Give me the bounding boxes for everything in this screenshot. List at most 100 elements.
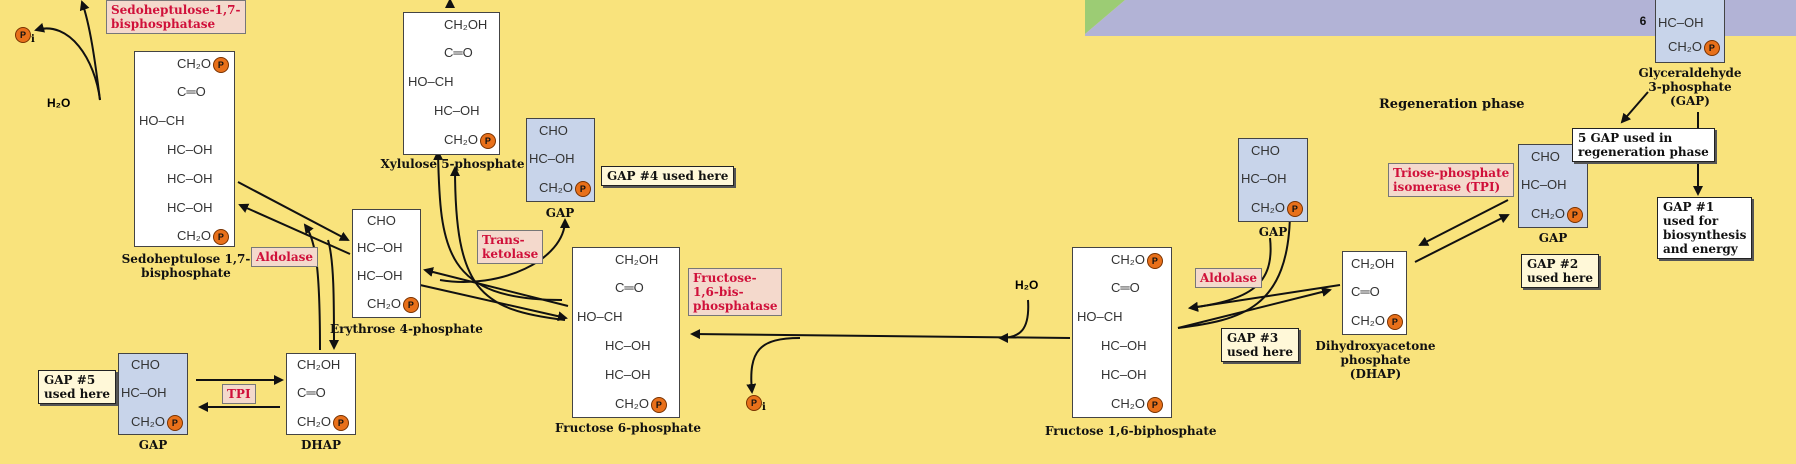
molecule-line: HC–OH: [121, 385, 167, 400]
molecule-line: HC–OH: [1101, 367, 1147, 382]
molecule-line: CH₂O: [297, 414, 331, 429]
molecule-line: CH₂OH: [615, 252, 659, 267]
note-gap3-used: GAP #3 used here: [1221, 328, 1299, 362]
molecule-line: HO–CH: [577, 309, 623, 324]
phosphate-icon: P: [1703, 39, 1720, 56]
arrow-gap2-to-dhap: [1418, 199, 1509, 246]
molecule-line: CHO: [539, 123, 568, 138]
arrow-sedo-to-dhap: [327, 239, 339, 350]
molecule-line: CH₂OH: [297, 357, 341, 372]
water-mid-label: H₂O: [1015, 278, 1039, 292]
note-gap2-used: GAP #2 used here: [1521, 254, 1599, 288]
molecule-line: CH₂O: [539, 180, 573, 195]
stoichiometry-6: 6: [1639, 14, 1647, 28]
phosphate-icon: P: [1386, 313, 1403, 330]
phosphate-icon: P: [746, 395, 762, 411]
molecule-line: C═O: [1351, 284, 1380, 299]
arrow-dhap-to-gap2: [1414, 214, 1510, 263]
phosphate-icon: P: [332, 414, 349, 431]
note-gap1-biosynthesis: GAP #1 used for biosynthesis and energy: [1657, 197, 1753, 259]
arrow-erythrose-to-sedo: [238, 203, 351, 255]
arrow-gap-to-fructose: [433, 150, 563, 301]
molecule-line: HC–OH: [1241, 171, 1287, 186]
molecule-line: HC–OH: [434, 103, 480, 118]
phosphate-icon: P: [1146, 252, 1163, 269]
arrow-dhap-to-f16bp: [1188, 284, 1341, 312]
arrow-f16bp-to-dhap: [1177, 287, 1332, 329]
caption-gap-2: GAP: [1538, 231, 1568, 245]
molecule-line: CH₂O: [131, 414, 165, 429]
phosphate-icon: P: [650, 396, 667, 413]
arrow-erythrose-to-fructose: [419, 284, 568, 322]
enzyme-tpi-right: Triose-phosphate isomerase (TPI): [1388, 163, 1515, 197]
molecule-line: CH₂O: [1111, 396, 1145, 411]
arrow-dhap-to-sedo: [303, 223, 321, 351]
molecule-line: C═O: [177, 84, 206, 99]
arrow-f16bp-to-gap3: [1177, 208, 1295, 329]
molecule-line: CHO: [1531, 149, 1560, 164]
caption-gap-3: GAP: [1258, 225, 1288, 239]
caption-sedoheptulose-bisphosphate: Sedoheptulose 1,7- bisphosphate: [121, 252, 251, 280]
molecule-line: HC–OH: [605, 338, 651, 353]
phosphate-icon: P: [212, 228, 229, 245]
molecule-line: HC–OH: [1101, 338, 1147, 353]
caption-gap-top: Glyceraldehyde 3-phosphate (GAP): [1638, 66, 1742, 108]
molecule-line: CH₂OH: [1351, 256, 1395, 271]
molecule-line: CH₂O: [177, 56, 211, 71]
phosphate-icon: P: [402, 296, 419, 313]
molecule-line: HC–OH: [167, 171, 213, 186]
phosphate-icon: P: [479, 132, 496, 149]
caption-gap-5: GAP: [138, 438, 168, 452]
molecule-line: CHO: [367, 213, 396, 228]
enzyme-sedoheptulose-bisphosphatase: Sedoheptulose-1,7- bisphosphatase: [106, 0, 246, 34]
molecule-line: C═O: [444, 45, 473, 60]
enzyme-fructose-bisphosphatase: Fructose- 1,6-bis- phosphatase: [688, 268, 783, 316]
enzyme-aldolase-left: Aldolase: [251, 247, 318, 267]
molecule-line: CH₂O: [1351, 313, 1385, 328]
arrow-sedo-to-erythrose: [237, 181, 350, 241]
molecule-line: HC–OH: [167, 200, 213, 215]
caption-erythrose-4-phosphate: Erythrose 4-phosphate: [330, 322, 483, 336]
caption-dhap-left: DHAP: [300, 438, 342, 452]
molecule-line: HO–CH: [408, 74, 454, 89]
note-gap5-used: GAP #5 used here: [38, 370, 116, 404]
molecule-line: HC–OH: [357, 268, 403, 283]
molecule-line: HO–CH: [139, 113, 185, 128]
enzyme-transketolase: Trans- ketolase: [477, 230, 544, 264]
caption-dhap-right: Dihydroxyacetone phosphate (DHAP): [1315, 339, 1436, 381]
molecule-line: CHO: [131, 357, 160, 372]
caption-gap-4: GAP: [545, 206, 575, 220]
note-regeneration: 5 GAP used in regeneration phase: [1572, 128, 1715, 162]
phosphate-icon: P: [212, 56, 229, 73]
arrow-h2o-mid: [998, 299, 1030, 343]
caption-fructose-6-phosphate: Fructose 6-phosphate: [555, 421, 702, 435]
molecule-line: CH₂O: [1251, 200, 1285, 215]
molecule-line: CH₂O: [444, 132, 478, 147]
phosphate-icon: P: [1566, 206, 1583, 223]
molecule-line: HO–CH: [1077, 309, 1123, 324]
phosphate-icon: P: [15, 27, 31, 43]
molecule-line: CH₂O: [1111, 252, 1145, 267]
molecule-line: C═O: [615, 280, 644, 295]
phosphate-icon: P: [574, 180, 591, 197]
phase-title: Regeneration phase: [1379, 97, 1525, 112]
molecule-line: CHO: [1251, 143, 1280, 158]
molecule-line: CH₂OH: [444, 17, 488, 32]
caption-xylulose-5-phosphate: Xylulose 5-phosphate: [380, 157, 525, 171]
molecule-line: CH₂O: [615, 396, 649, 411]
molecule-line: HC–OH: [1658, 15, 1704, 30]
molecule-line: HC–OH: [605, 367, 651, 382]
molecule-line: HC–OH: [357, 240, 403, 255]
